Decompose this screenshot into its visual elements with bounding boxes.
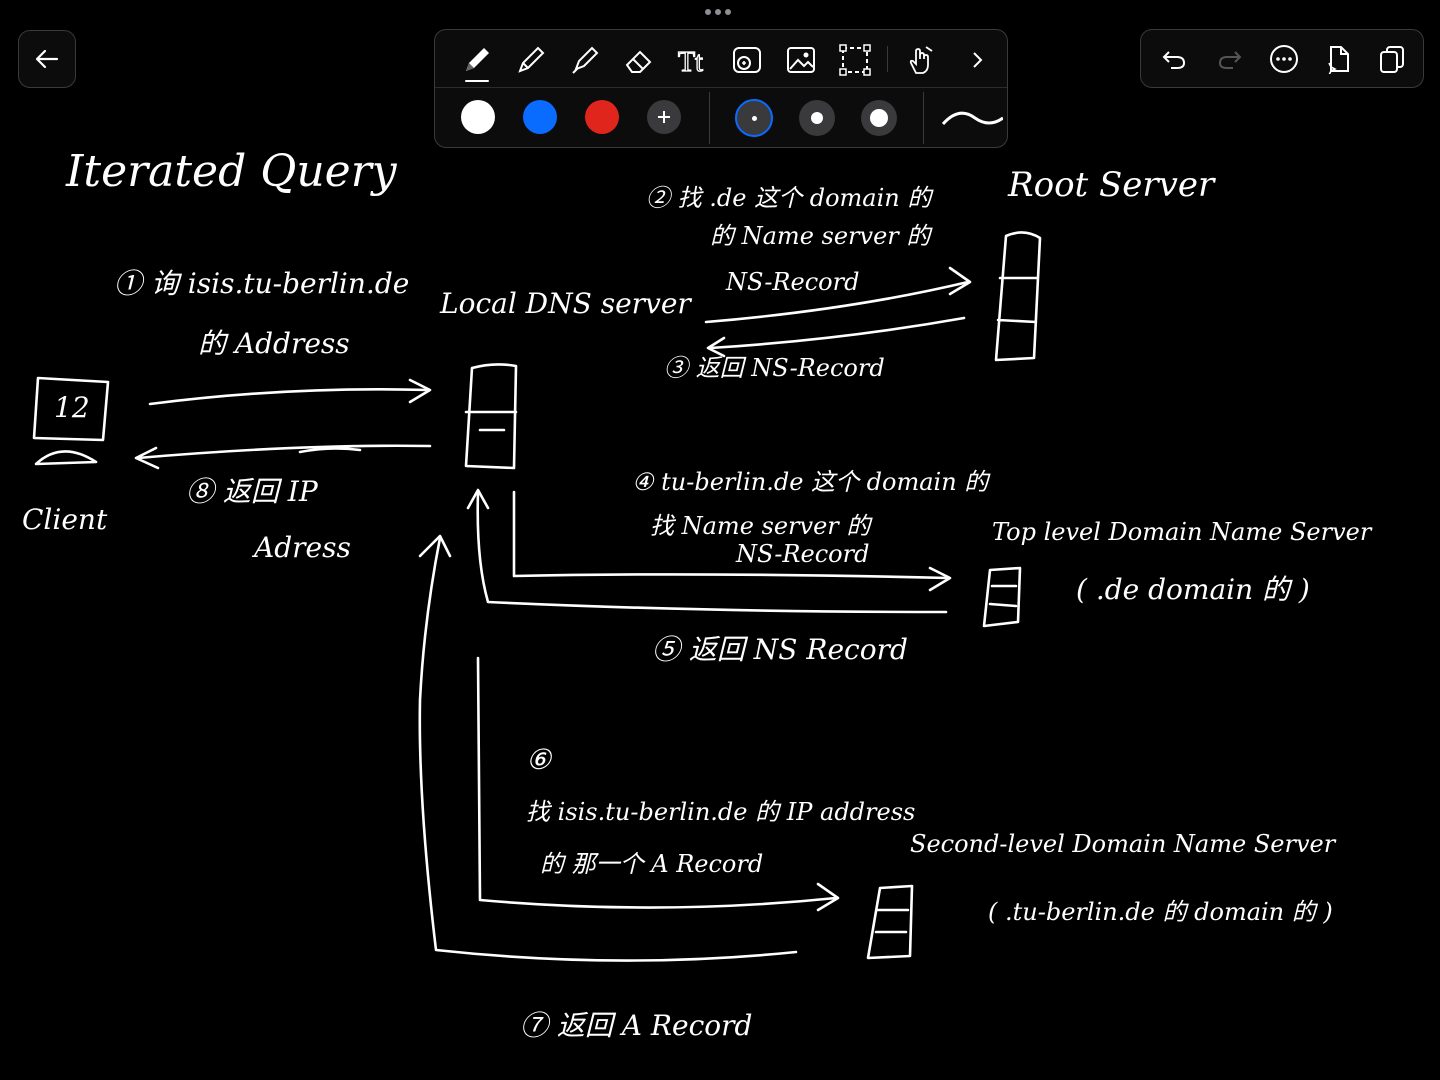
pen-icon — [466, 48, 489, 71]
toolbar-drag-handle[interactable] — [705, 9, 731, 15]
redo-button[interactable] — [1211, 40, 1249, 78]
local-dns-server-icon — [464, 363, 518, 470]
more-tools-button[interactable] — [955, 38, 999, 82]
stroke-size-thick[interactable] — [861, 100, 897, 136]
color-red[interactable] — [585, 100, 619, 134]
client-label: Client — [22, 503, 108, 536]
local-dns-label: Local DNS server — [440, 287, 691, 320]
note-title: Iterated Query — [66, 146, 397, 197]
client-monitor — [32, 376, 110, 442]
pencil-tool-button[interactable] — [509, 38, 553, 82]
step2c-label: NS-Record — [726, 268, 860, 296]
step4-label: ④ tu-berlin.de 这个 domain 的 — [632, 468, 989, 496]
arrow-left-icon — [35, 49, 59, 69]
undo-icon — [1162, 51, 1186, 69]
plus-icon — [658, 111, 670, 123]
step4c-label: NS-Record — [736, 540, 870, 568]
step1b-label: 的 Address — [198, 327, 350, 360]
step1-label: ① 询 isis.tu-berlin.de — [114, 267, 410, 300]
step4b-label: 找 Name server 的 — [650, 512, 871, 540]
image-icon — [787, 47, 815, 73]
more-menu-button[interactable] — [1265, 40, 1303, 78]
second-level-sub-label: ( .tu-berlin.de 的 domain 的 ) — [988, 898, 1333, 926]
second-level-label: Second-level Domain Name Server — [910, 830, 1336, 858]
stroke-size-medium[interactable] — [799, 100, 835, 136]
document-toolbar — [1140, 29, 1424, 88]
step7-label: ⑦ 返回 A Record — [520, 1009, 753, 1042]
highlighter-tool-button[interactable] — [563, 38, 607, 82]
undo-button[interactable] — [1155, 40, 1193, 78]
step8b-label: Adress — [254, 531, 351, 564]
stroke-style-button[interactable] — [941, 104, 1004, 137]
tld-sub-label: ( .de domain 的 ) — [1076, 573, 1310, 606]
hand-draw-icon — [909, 46, 933, 74]
second-level-server-icon — [866, 884, 914, 960]
chevron-right-icon — [973, 52, 983, 68]
pages-icon — [1380, 46, 1404, 73]
root-server-icon — [994, 231, 1042, 362]
step6-label: ⑥ — [526, 743, 552, 776]
pencil-icon — [518, 46, 545, 73]
ellipsis-circle-icon — [1270, 45, 1298, 73]
pen-tool-button[interactable] — [455, 38, 499, 82]
highlighter-icon — [572, 46, 599, 74]
eraser-icon — [625, 50, 652, 73]
touch-draw-button[interactable] — [899, 38, 943, 82]
eraser-tool-button[interactable] — [617, 38, 661, 82]
step6b-label: 找 isis.tu-berlin.de 的 IP address — [526, 798, 916, 826]
tld-label: Top level Domain Name Server — [992, 518, 1372, 546]
step3-label: ③ 返回 NS-Record — [664, 354, 885, 382]
pages-button[interactable] — [1373, 40, 1411, 78]
export-button[interactable] — [1319, 40, 1357, 78]
shape-tool-button[interactable] — [725, 38, 769, 82]
step5-label: ⑤ 返回 NS Record — [652, 633, 908, 666]
back-button[interactable] — [18, 30, 76, 88]
stroke-curve-icon — [941, 111, 1004, 126]
tld-server-icon — [982, 566, 1022, 628]
lasso-shape-icon — [733, 47, 761, 73]
step2b-label: 的 Name server 的 — [710, 222, 931, 250]
selection-tool-button[interactable] — [833, 38, 877, 82]
root-server-label: Root Server — [1008, 165, 1215, 205]
add-color-button[interactable] — [647, 100, 681, 134]
color-white[interactable] — [461, 100, 495, 134]
text-icon: Tt — [677, 46, 703, 77]
step6c-label: 的 那一个 A Record — [540, 850, 764, 878]
color-blue[interactable] — [523, 100, 557, 134]
redo-icon — [1218, 51, 1242, 69]
svg-text:Tt: Tt — [678, 47, 703, 77]
step2-label: ② 找 .de 这个 domain 的 — [646, 184, 932, 212]
file-sparkle-icon — [1328, 46, 1349, 74]
stroke-size-thin[interactable] — [735, 99, 773, 137]
selection-icon — [839, 44, 871, 76]
image-tool-button[interactable] — [779, 38, 823, 82]
client-screen-label: 12 — [54, 391, 90, 424]
text-tool-button[interactable]: Tt — [671, 38, 715, 82]
step8-label: ⑧ 返回 IP — [186, 475, 318, 508]
drawing-toolbar: Tt — [434, 29, 1008, 148]
